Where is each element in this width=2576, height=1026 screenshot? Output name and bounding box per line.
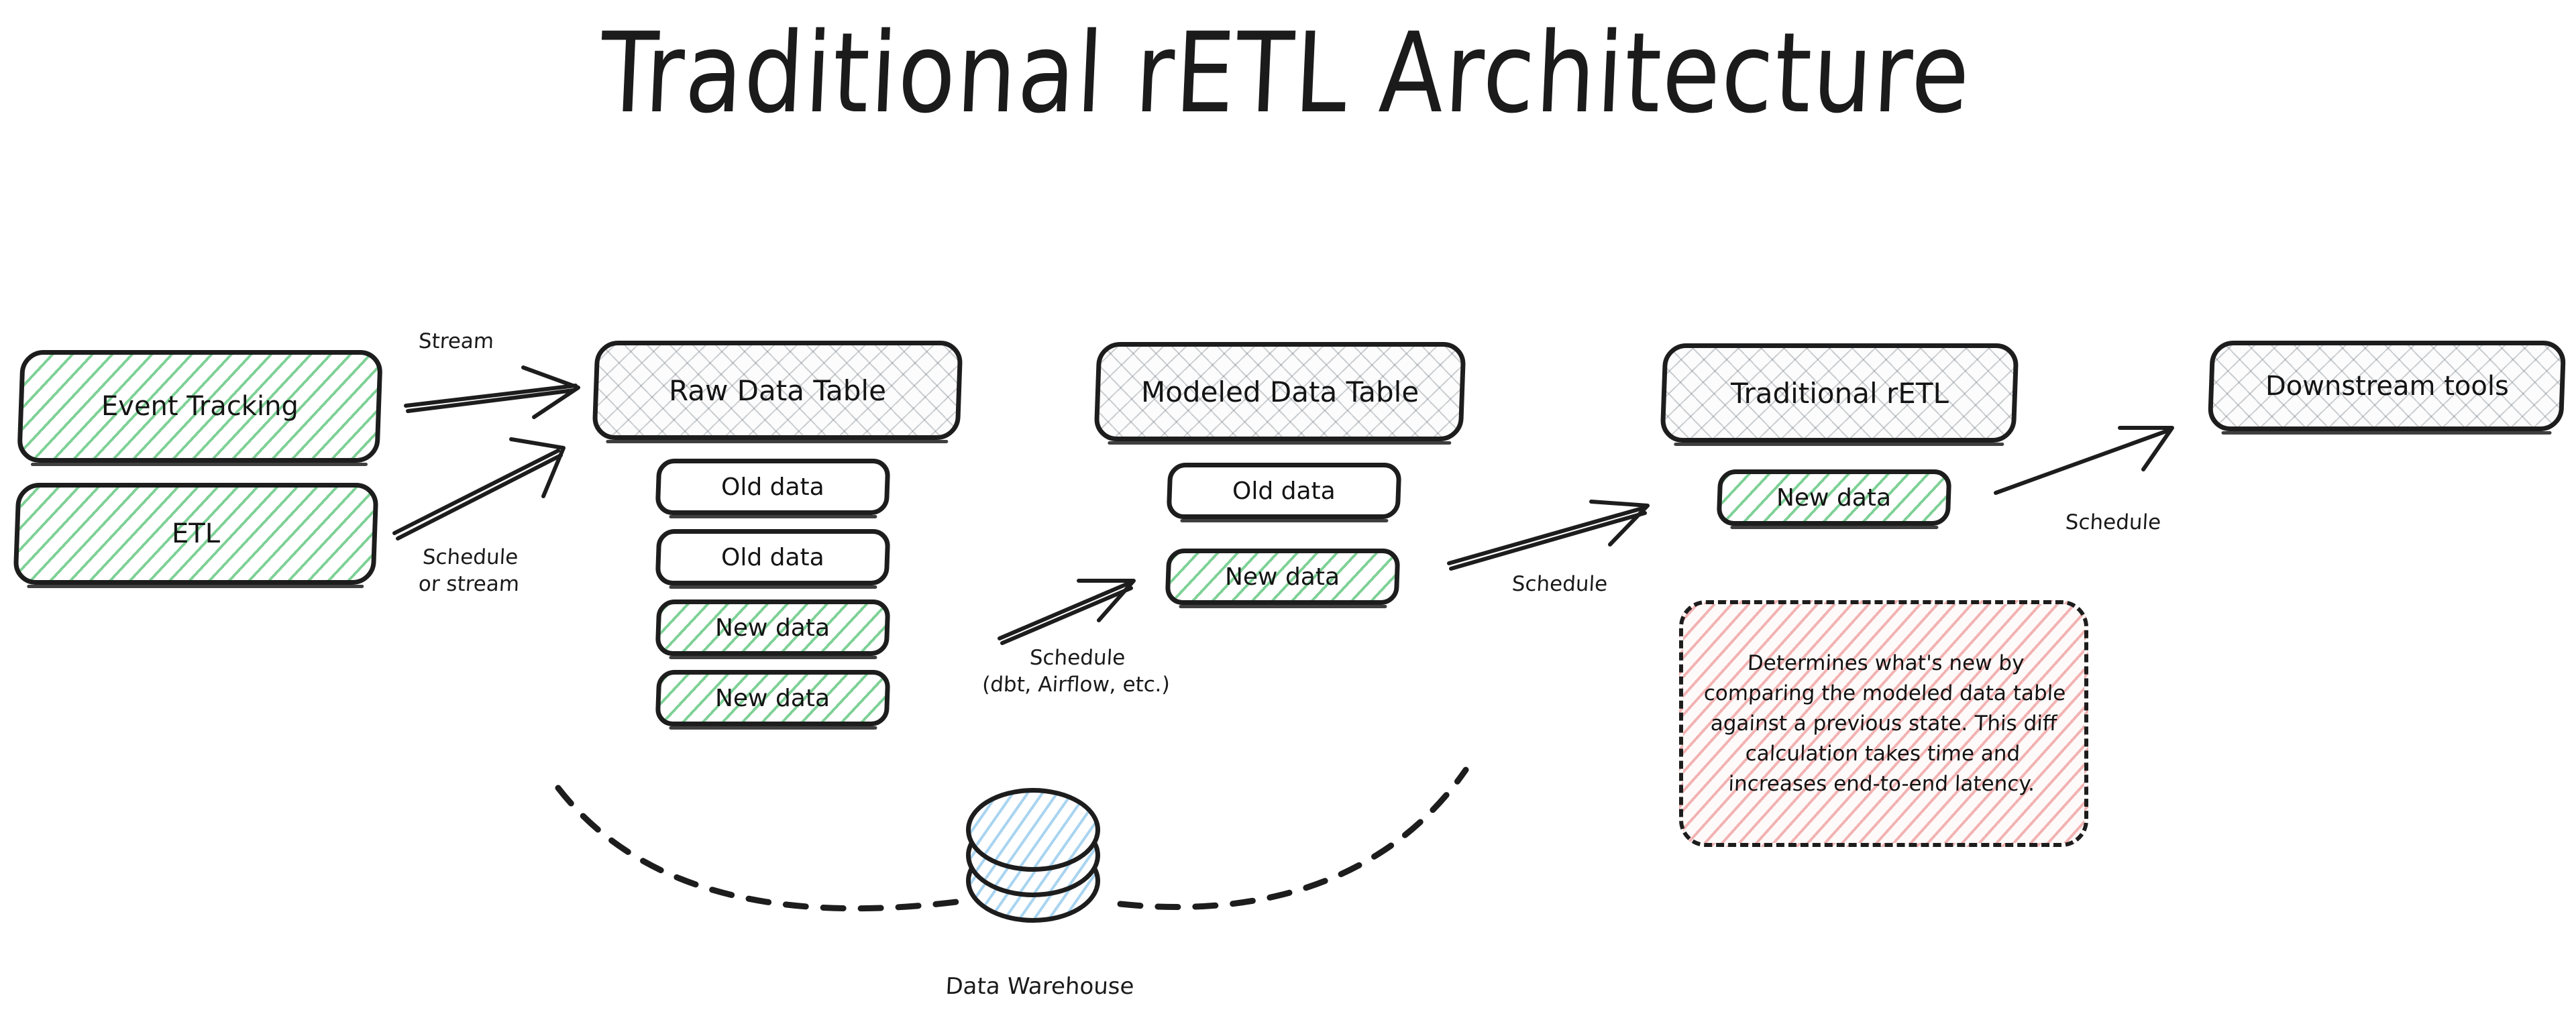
node-event-tracking[interactable]: Event Tracking <box>17 350 383 463</box>
arrow-event-tracking-to-raw <box>404 365 580 419</box>
data-warehouse-cylinder[interactable] <box>966 788 1107 923</box>
raw-row-old-2-label: Old data <box>721 543 824 571</box>
data-warehouse-label: Data Warehouse <box>945 973 1135 1000</box>
retl-explanation-note-text: Determines what's new by comparing the m… <box>1703 650 2066 796</box>
edge-label-schedule-retl: Schedule <box>1511 572 1609 596</box>
node-modeled-data-table[interactable]: Modeled Data Table <box>1093 342 1466 441</box>
node-downstream-tools-label: Downstream tools <box>2265 370 2509 402</box>
raw-row-old-2[interactable]: Old data <box>655 529 891 585</box>
retl-row-new-1[interactable]: New data <box>1716 469 1952 526</box>
node-etl[interactable]: ETL <box>13 483 379 585</box>
node-raw-data-table-label: Raw Data Table <box>669 374 886 407</box>
node-downstream-tools[interactable]: Downstream tools <box>2207 341 2567 431</box>
arrow-modeled-to-retl <box>1447 500 1650 571</box>
modeled-row-old-1[interactable]: Old data <box>1166 463 1402 519</box>
node-modeled-data-table-label: Modeled Data Table <box>1140 375 1419 408</box>
arrow-retl-to-downstream <box>1994 426 2174 495</box>
edge-label-schedule-dbt: Schedule (dbt, Airflow, etc.) <box>981 646 1171 697</box>
retl-explanation-note: Determines what's new by comparing the m… <box>1679 600 2088 847</box>
modeled-row-new-1[interactable]: New data <box>1165 549 1401 605</box>
node-raw-data-table[interactable]: Raw Data Table <box>592 341 963 440</box>
arrow-raw-to-modeled <box>998 579 1136 645</box>
warehouse-curve-left <box>555 785 959 912</box>
raw-row-old-1-label: Old data <box>721 473 824 501</box>
edge-label-stream: Stream <box>418 329 495 353</box>
cylinder-ring-top <box>966 788 1100 872</box>
node-traditional-retl-label: Traditional rETL <box>1730 376 1949 410</box>
page-title: Traditional rETL Architecture <box>597 9 1974 139</box>
raw-row-new-2[interactable]: New data <box>655 670 891 726</box>
node-etl-label: ETL <box>172 518 220 549</box>
retl-row-new-1-label: New data <box>1776 483 1892 512</box>
edge-label-schedule-or-stream: Schedule or stream <box>417 545 521 596</box>
raw-row-old-1[interactable]: Old data <box>655 459 891 515</box>
node-event-tracking-label: Event Tracking <box>101 391 299 422</box>
raw-row-new-1[interactable]: New data <box>655 600 891 656</box>
arrow-etl-to-raw <box>392 437 566 540</box>
modeled-row-old-1-label: Old data <box>1232 477 1336 505</box>
warehouse-curve-right <box>1117 766 1469 911</box>
node-traditional-retl[interactable]: Traditional rETL <box>1660 343 2019 443</box>
modeled-row-new-1-label: New data <box>1225 563 1340 591</box>
edge-label-schedule-downstream: Schedule <box>2064 510 2162 534</box>
raw-row-new-2-label: New data <box>715 684 830 712</box>
raw-row-new-1-label: New data <box>715 614 830 642</box>
